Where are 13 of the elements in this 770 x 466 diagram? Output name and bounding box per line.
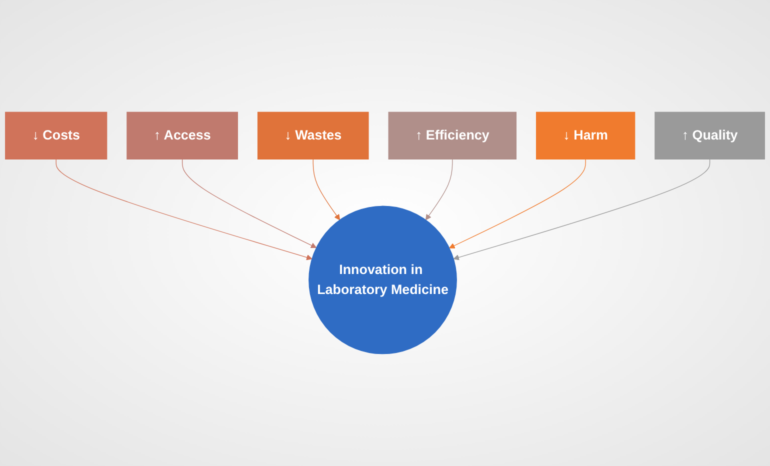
node-box: ↑ Quality bbox=[654, 112, 765, 160]
arrow bbox=[182, 158, 317, 248]
node-box: ↑ Efficiency bbox=[388, 112, 517, 160]
arrow bbox=[425, 158, 453, 220]
node-box: ↓ Costs bbox=[5, 112, 108, 160]
node-box: ↑ Access bbox=[126, 112, 238, 160]
arrow bbox=[453, 158, 710, 260]
arrow bbox=[312, 158, 340, 220]
arrow bbox=[449, 158, 586, 248]
node-circle: Innovation in Laboratory Medicine bbox=[308, 206, 457, 354]
node-box: ↓ Harm bbox=[536, 112, 636, 160]
arrow bbox=[56, 158, 312, 260]
node-box: ↓ Wastes bbox=[257, 112, 369, 160]
